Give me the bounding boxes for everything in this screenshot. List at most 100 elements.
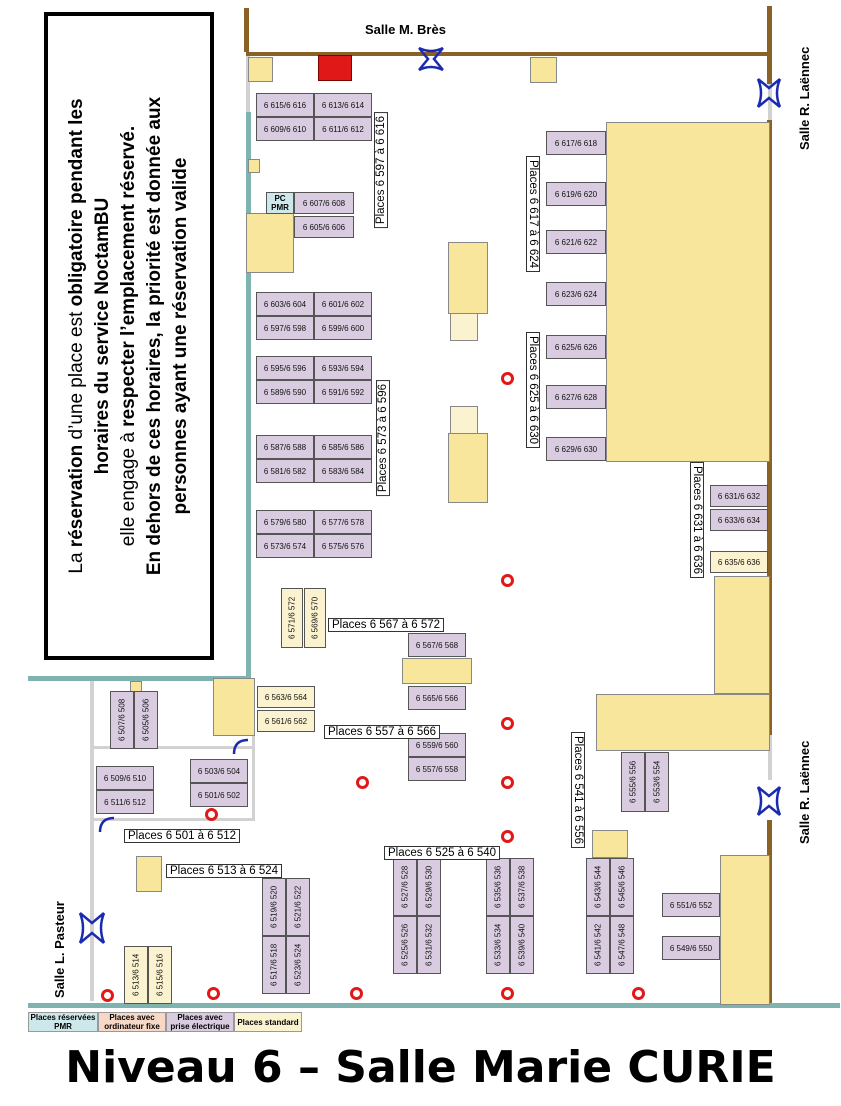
notice-line1-c: d’une place est <box>66 306 87 445</box>
seat-6613[interactable]: 6 613/6 614 <box>314 93 372 117</box>
seat-6603[interactable]: 6 603/6 604 <box>256 292 314 316</box>
seat-6527[interactable]: 6 527/6 528 <box>393 858 417 916</box>
seat-6565[interactable]: 6 565/6 566 <box>408 686 466 710</box>
seat-6569[interactable]: 6 569/6 570 <box>304 588 326 648</box>
seat-6561[interactable]: 6 561/6 562 <box>257 710 315 732</box>
range-label-6513: Places 6 513 à 6 524 <box>166 864 283 878</box>
seat-6509[interactable]: 6 509/6 510 <box>96 766 154 790</box>
seat-6535[interactable]: 6 535/6 536 <box>486 858 510 916</box>
seat-6519[interactable]: 6 519/6 520 <box>262 878 286 936</box>
annex-partition-3 <box>252 681 255 821</box>
seat-6529[interactable]: 6 529/6 530 <box>417 858 441 916</box>
seat-6547[interactable]: 6 547/6 548 <box>610 916 634 974</box>
center-cabinet-1-cream <box>450 313 478 341</box>
seat-6511[interactable]: 6 511/6 512 <box>96 790 154 814</box>
range-label-6567: Places 6 567 à 6 572 <box>328 618 445 632</box>
room-laennec-bottom: Salle R. Laënnec <box>797 740 812 844</box>
seat-6539[interactable]: 6 539/6 540 <box>510 916 534 974</box>
seat-6615[interactable]: 6 615/6 616 <box>256 93 314 117</box>
pillar-9 <box>207 987 220 1000</box>
seat-6609[interactable]: 6 609/6 610 <box>256 117 314 141</box>
seat-6635[interactable]: 6 635/6 636 <box>710 551 768 573</box>
seat-6623[interactable]: 6 623/6 624 <box>546 282 606 306</box>
seat-6525[interactable]: 6 525/6 526 <box>393 916 417 974</box>
annex-cabinet-3 <box>136 856 162 892</box>
seat-6595[interactable]: 6 595/6 596 <box>256 356 314 380</box>
seat-6583[interactable]: 6 583/6 584 <box>314 459 372 483</box>
seat-6515[interactable]: 6 515/6 516 <box>148 946 172 1004</box>
seat-6523[interactable]: 6 523/6 524 <box>286 936 310 994</box>
room-bres: Salle M. Brès <box>365 22 446 37</box>
seat-6633[interactable]: 6 633/6 634 <box>710 509 768 531</box>
seat-6585[interactable]: 6 585/6 586 <box>314 435 372 459</box>
seat-6621[interactable]: 6 621/6 622 <box>546 230 606 254</box>
left-wall-upper <box>244 8 249 52</box>
right-shelving-1 <box>714 576 770 694</box>
legend-pc: Places avec ordinateur fixe <box>98 1012 166 1032</box>
seat-6505[interactable]: 6 505/6 506 <box>134 691 158 749</box>
seat-6521[interactable]: 6 521/6 522 <box>286 878 310 936</box>
seat-6533[interactable]: 6 533/6 534 <box>486 916 510 974</box>
seat-6607[interactable]: 6 607/6 608 <box>294 192 354 214</box>
seat-6555[interactable]: 6 555/6 556 <box>621 752 645 812</box>
seat-6629[interactable]: 6 629/6 630 <box>546 437 606 461</box>
seat-6553[interactable]: 6 553/6 554 <box>645 752 669 812</box>
door-annex-2-icon[interactable] <box>96 814 118 836</box>
seat-6589[interactable]: 6 589/6 590 <box>256 380 314 404</box>
seat-6631[interactable]: 6 631/6 632 <box>710 485 768 507</box>
room-laennec-top: Salle R. Laënnec <box>797 46 812 150</box>
seat-6571[interactable]: 6 571/6 572 <box>281 588 303 648</box>
large-shelving-block <box>606 122 770 462</box>
reservation-notice: La réservation d’une place est obligatoi… <box>44 12 214 660</box>
seat-6501[interactable]: 6 501/6 502 <box>190 783 248 807</box>
range-label-6525: Places 6 525 à 6 540 <box>384 846 501 860</box>
seat-6557[interactable]: 6 557/6 558 <box>408 757 466 781</box>
seat-6507[interactable]: 6 507/6 508 <box>110 691 134 749</box>
seat-6545[interactable]: 6 545/6 546 <box>610 858 634 916</box>
seat-6517[interactable]: 6 517/6 518 <box>262 936 286 994</box>
door-pasteur-icon[interactable] <box>76 910 108 946</box>
door-laennec-bottom-icon[interactable] <box>754 784 784 818</box>
left-annex-top-wall <box>28 676 250 681</box>
legend-elec: Places avec prise électrique <box>166 1012 234 1032</box>
seat-6575[interactable]: 6 575/6 576 <box>314 534 372 558</box>
room-pasteur: Salle L. Pasteur <box>52 901 67 998</box>
seat-6567[interactable]: 6 567/6 568 <box>408 633 466 657</box>
seat-6541[interactable]: 6 541/6 542 <box>586 916 610 974</box>
seat-6599[interactable]: 6 599/6 600 <box>314 316 372 340</box>
seat-6503[interactable]: 6 503/6 504 <box>190 759 248 783</box>
center-cabinet-1 <box>448 242 488 314</box>
seat-6601[interactable]: 6 601/6 602 <box>314 292 372 316</box>
door-annex-1-icon[interactable] <box>230 736 252 758</box>
notice-line5: personnes ayant une réservation valide <box>170 157 191 515</box>
left-window-wall <box>246 112 251 682</box>
cabinet-top-right <box>530 57 557 83</box>
seat-6597[interactable]: 6 597/6 598 <box>256 316 314 340</box>
pillar-10 <box>350 987 363 1000</box>
seat-6549[interactable]: 6 549/6 550 <box>662 936 720 960</box>
door-bres-icon[interactable] <box>416 44 446 74</box>
seat-6605[interactable]: 6 605/6 606 <box>294 216 354 238</box>
seat-6537[interactable]: 6 537/6 538 <box>510 858 534 916</box>
page-title: Niveau 6 – Salle Marie CURIE <box>65 1042 776 1093</box>
seat-6581[interactable]: 6 581/6 582 <box>256 459 314 483</box>
seat-6543[interactable]: 6 543/6 544 <box>586 858 610 916</box>
seat-6513[interactable]: 6 513/6 514 <box>124 946 148 1004</box>
seat-6591[interactable]: 6 591/6 592 <box>314 380 372 404</box>
legend-pmr: Places réservées PMR <box>28 1012 98 1032</box>
seat-6573[interactable]: 6 573/6 574 <box>256 534 314 558</box>
seat-6611[interactable]: 6 611/6 612 <box>314 117 372 141</box>
seat-6531[interactable]: 6 531/6 532 <box>417 916 441 974</box>
seat-6593[interactable]: 6 593/6 594 <box>314 356 372 380</box>
seat-6587[interactable]: 6 587/6 588 <box>256 435 314 459</box>
seat-6617[interactable]: 6 617/6 618 <box>546 131 606 155</box>
seat-6619[interactable]: 6 619/6 620 <box>546 182 606 206</box>
seat-6551[interactable]: 6 551/6 552 <box>662 893 720 917</box>
seat-6577[interactable]: 6 577/6 578 <box>314 510 372 534</box>
seat-6579[interactable]: 6 579/6 580 <box>256 510 314 534</box>
seat-6627[interactable]: 6 627/6 628 <box>546 385 606 409</box>
door-laennec-top-icon[interactable] <box>754 76 784 110</box>
seat-6625[interactable]: 6 625/6 626 <box>546 335 606 359</box>
pillar-5 <box>501 776 514 789</box>
seat-6563[interactable]: 6 563/6 564 <box>257 686 315 708</box>
